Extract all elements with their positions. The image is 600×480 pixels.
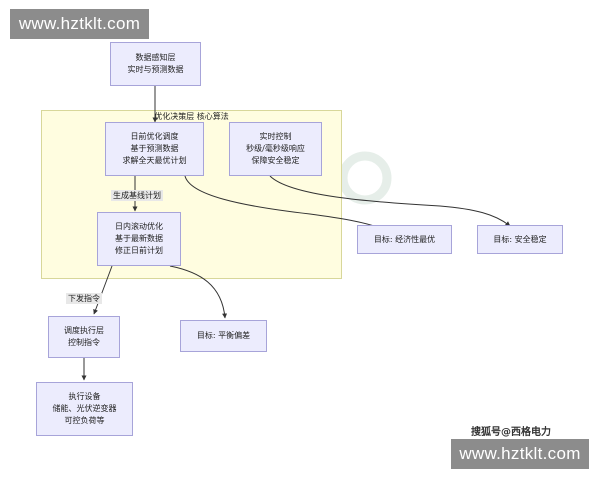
edge-intraday-to-dispatch — [93, 265, 113, 315]
node-devices-line-3: 可控负荷等 — [64, 416, 105, 425]
node-day-ahead: 日前优化调度 基于预测数据 求解全天最优计划 — [105, 122, 204, 176]
node-goal-balance: 目标: 平衡偏差 — [180, 320, 267, 352]
node-goal-safe: 目标: 安全稳定 — [477, 225, 563, 254]
node-realtime-line-2: 秒级/毫秒级响应 — [246, 144, 305, 153]
node-data-layer: 数据感知层 实时与预测数据 — [110, 42, 201, 86]
node-goal-econ-label: 目标: 经济性最优 — [373, 234, 436, 244]
node-intraday-line-3: 修正日前计划 — [115, 246, 163, 255]
node-devices-line-2: 储能、光伏逆变器 — [52, 404, 117, 413]
watermark-top-banner: www.hztklt.com — [10, 9, 149, 39]
node-realtime: 实时控制 秒级/毫秒级响应 保障安全稳定 — [229, 122, 322, 176]
node-realtime-line-3: 保障安全稳定 — [251, 156, 300, 165]
node-goal-safe-label: 目标: 安全稳定 — [493, 234, 547, 244]
node-dispatch-line-1: 调度执行层 — [64, 326, 104, 335]
node-dispatch-line-2: 控制指令 — [68, 338, 100, 347]
node-dispatch: 调度执行层 控制指令 — [48, 316, 120, 358]
node-realtime-line-1: 实时控制 — [259, 132, 292, 141]
node-day-ahead-line-2: 基于预测数据 — [130, 144, 179, 153]
edge-intraday-to-balance — [169, 265, 228, 319]
node-data-layer-line-1: 数据感知层 — [135, 53, 176, 62]
node-day-ahead-line-1: 日前优化调度 — [130, 132, 179, 141]
node-data-layer-line-2: 实时与预测数据 — [127, 65, 184, 74]
cluster-title: 优化决策层 核心算法 — [154, 112, 229, 121]
node-devices: 执行设备 储能、光伏逆变器 可控负荷等 — [36, 382, 133, 436]
node-intraday-line-2: 基于最新数据 — [115, 234, 163, 243]
watermark-bottom-banner: www.hztklt.com — [451, 439, 589, 469]
edge-dayahead-to-econ — [184, 175, 384, 230]
node-intraday-line-1: 日内滚动优化 — [115, 222, 163, 231]
edge-label-issue: 下发指令 — [66, 293, 102, 304]
node-goal-econ: 目标: 经济性最优 — [357, 225, 452, 254]
node-day-ahead-line-3: 求解全天最优计划 — [122, 156, 187, 165]
source-credit: 搜狐号@西格电力 — [471, 427, 551, 438]
node-goal-balance-label: 目标: 平衡偏差 — [196, 331, 251, 340]
node-intraday: 日内滚动优化 基于最新数据 修正日前计划 — [97, 212, 181, 266]
node-devices-line-1: 执行设备 — [68, 392, 101, 401]
edge-label-baseline: 生成基线计划 — [111, 190, 163, 201]
edge-realtime-to-safe — [269, 175, 511, 227]
